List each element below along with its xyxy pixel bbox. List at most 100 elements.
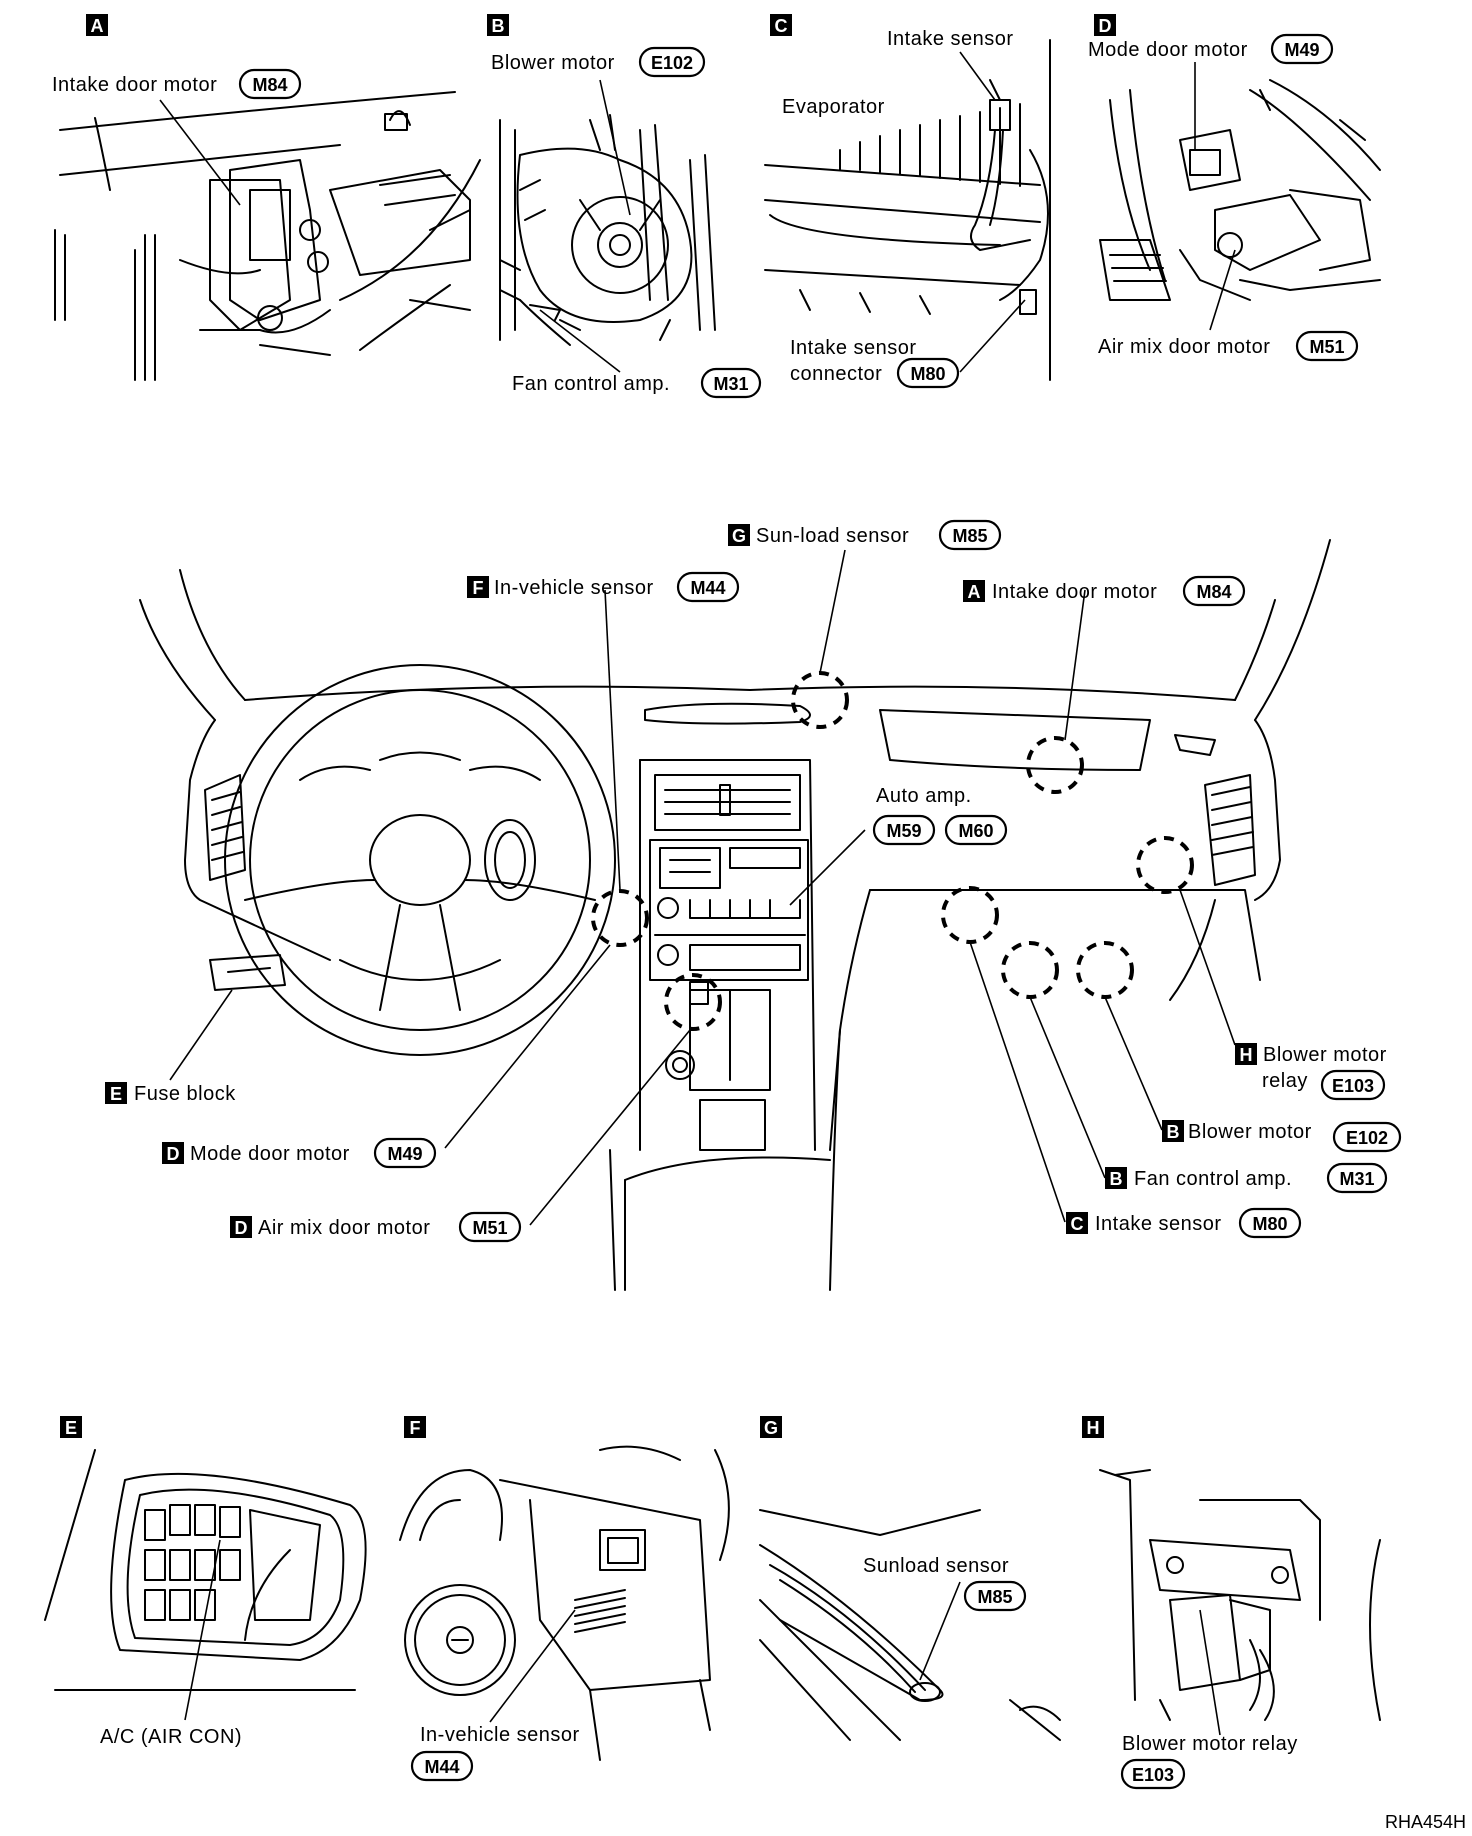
- callout-air-mix: D Air mix door motor M51: [230, 1211, 522, 1243]
- panel-h-illustration: [1099, 1469, 1381, 1721]
- callout-auto-amp-label: Auto amp.: [876, 785, 972, 807]
- panel-h-leader: [1199, 1609, 1221, 1736]
- panel-b-connector-1: E102: [651, 53, 693, 73]
- dashboard-illustration: [139, 539, 1331, 1291]
- callout-auto-amp-connector-2: M60: [958, 821, 993, 841]
- panel-f-label: In-vehicle sensor: [420, 1724, 580, 1746]
- dashboard-overview: G Sun-load sensor M85 F In-vehicle senso…: [105, 519, 1402, 1291]
- panel-f-leader: [489, 1609, 576, 1723]
- callout-intake-door-label: Intake door motor: [992, 581, 1157, 603]
- location-circle-relay: [1136, 836, 1194, 894]
- panel-f-connector: M44: [424, 1757, 459, 1777]
- callout-blower: B Blower motor E102: [1162, 1120, 1402, 1153]
- panel-g-leader: [919, 1581, 961, 1681]
- callout-invehicle-connector: M44: [690, 578, 725, 598]
- panel-b-connector-2-box: [700, 367, 762, 399]
- panel-g-connector: M85: [977, 1587, 1012, 1607]
- callout-sunload: G Sun-load sensor M85: [728, 519, 1002, 551]
- panel-c-illustration: [764, 39, 1051, 381]
- callout-fan-amp: B Fan control amp. M31: [1105, 1162, 1388, 1194]
- callout-intake-door: A Intake door motor M84: [963, 575, 1246, 607]
- callout-fuse-block-label: Fuse block: [134, 1083, 236, 1105]
- panel-c-leader-1: [959, 51, 996, 101]
- panel-d-letter-box: [1094, 14, 1116, 36]
- panel-g-letter: G: [764, 1418, 778, 1438]
- callout-fan-amp-connector: M31: [1339, 1169, 1374, 1189]
- callout-blower-label: Blower motor: [1188, 1121, 1312, 1143]
- dashboard-leaders: [169, 549, 1236, 1226]
- callout-air-mix-letter: D: [235, 1218, 248, 1238]
- panel-e-illustration: [44, 1449, 367, 1691]
- panel-c-letter-box: [770, 14, 792, 36]
- callout-intake-sensor-letter: C: [1071, 1214, 1084, 1234]
- panel-b-connector-2: M31: [713, 374, 748, 394]
- callout-intake-sensor-connector: M80: [1252, 1214, 1287, 1234]
- panel-e-label: A/C (AIR CON): [100, 1726, 242, 1748]
- panel-g: G Sunload sensor M85: [759, 1416, 1061, 1741]
- callout-mode-door-connector: M49: [387, 1144, 422, 1164]
- panel-h-label: Blower motor relay: [1122, 1733, 1298, 1755]
- panel-d-label-2: Air mix door motor: [1098, 336, 1270, 358]
- callout-invehicle-letter: F: [473, 578, 484, 598]
- panel-c-label-2: Evaporator: [782, 96, 885, 118]
- location-circle-intake-door: [1026, 736, 1084, 794]
- panel-c-connector: M80: [910, 364, 945, 384]
- panel-a-label: Intake door motor: [52, 74, 217, 96]
- callout-sunload-label: Sun-load sensor: [756, 525, 909, 547]
- panel-d-connector-2-box: [1295, 330, 1359, 362]
- callout-intake-door-letter: A: [968, 582, 981, 602]
- panel-a-illustration: [54, 91, 481, 381]
- location-circle-mode-airmix: [664, 973, 722, 1031]
- panel-c-connector-box: [896, 357, 960, 389]
- callout-intake-sensor-label: Intake sensor: [1095, 1213, 1222, 1235]
- callout-relay-label-1: Blower motor: [1263, 1044, 1387, 1066]
- panel-c-leader-2: [959, 299, 1026, 373]
- callout-fuse-block: E Fuse block: [105, 1082, 236, 1105]
- callout-mode-door-letter: D: [167, 1144, 180, 1164]
- panel-d-letter: D: [1099, 16, 1112, 36]
- panel-a: A Intake door motor M84: [52, 14, 481, 381]
- panel-a-letter: A: [91, 16, 104, 36]
- callout-auto-amp: Auto amp. M59 M60: [872, 785, 1008, 846]
- location-circle-sunload: [791, 671, 849, 729]
- panel-b-label-1: Blower motor: [491, 52, 615, 74]
- callout-air-mix-connector: M51: [472, 1218, 507, 1238]
- panel-a-letter-box: [86, 14, 108, 36]
- panel-b-illustration: [499, 114, 716, 346]
- panel-f: F In-vehicle sensor M44: [399, 1416, 730, 1782]
- callout-fan-amp-label: Fan control amp.: [1134, 1168, 1292, 1190]
- callout-fan-amp-letter: B: [1110, 1169, 1123, 1189]
- panel-d-connector-1-box: [1270, 33, 1334, 65]
- panel-h-letter: H: [1087, 1418, 1100, 1438]
- callout-invehicle: F In-vehicle sensor M44: [467, 571, 740, 603]
- panel-f-letter: F: [410, 1418, 421, 1438]
- callout-air-mix-label: Air mix door motor: [258, 1217, 430, 1239]
- callout-auto-amp-connector-1: M59: [886, 821, 921, 841]
- panel-h: H Blower motor relay E103: [1082, 1416, 1381, 1790]
- panel-d-label-1: Mode door motor: [1088, 39, 1248, 61]
- panel-b-letter: B: [492, 16, 505, 36]
- callout-relay-connector: E103: [1332, 1076, 1374, 1096]
- panel-c-letter: C: [775, 16, 788, 36]
- panel-b: B Blower motor E102 Fan control amp. M31: [487, 14, 762, 399]
- panel-g-label: Sunload sensor: [863, 1555, 1009, 1577]
- panel-h-connector: E103: [1132, 1765, 1174, 1785]
- panel-b-letter-box: [487, 14, 509, 36]
- callout-blower-letter: B: [1167, 1122, 1180, 1142]
- panel-c-label-3a: Intake sensor: [790, 337, 917, 359]
- callout-sunload-connector: M85: [952, 526, 987, 546]
- panel-g-illustration: [759, 1509, 1061, 1741]
- panel-d: D Mode door motor M49 Air mix door motor…: [1088, 14, 1381, 362]
- panel-b-connector-1-box: [638, 46, 706, 78]
- callout-fuse-block-letter: E: [110, 1084, 122, 1104]
- panel-d-connector-2: M51: [1309, 337, 1344, 357]
- panel-c-label-1: Intake sensor: [887, 28, 1014, 50]
- panel-d-illustration: [1099, 79, 1381, 301]
- callout-intake-sensor: C Intake sensor M80: [1066, 1207, 1302, 1239]
- callout-intake-door-connector: M84: [1196, 582, 1231, 602]
- panel-c: C Intake sensor Evaporator Intake sensor…: [764, 14, 1051, 389]
- panel-e-letter: E: [65, 1418, 77, 1438]
- callout-blower-connector: E102: [1346, 1128, 1388, 1148]
- callout-mode-door-label: Mode door motor: [190, 1143, 350, 1165]
